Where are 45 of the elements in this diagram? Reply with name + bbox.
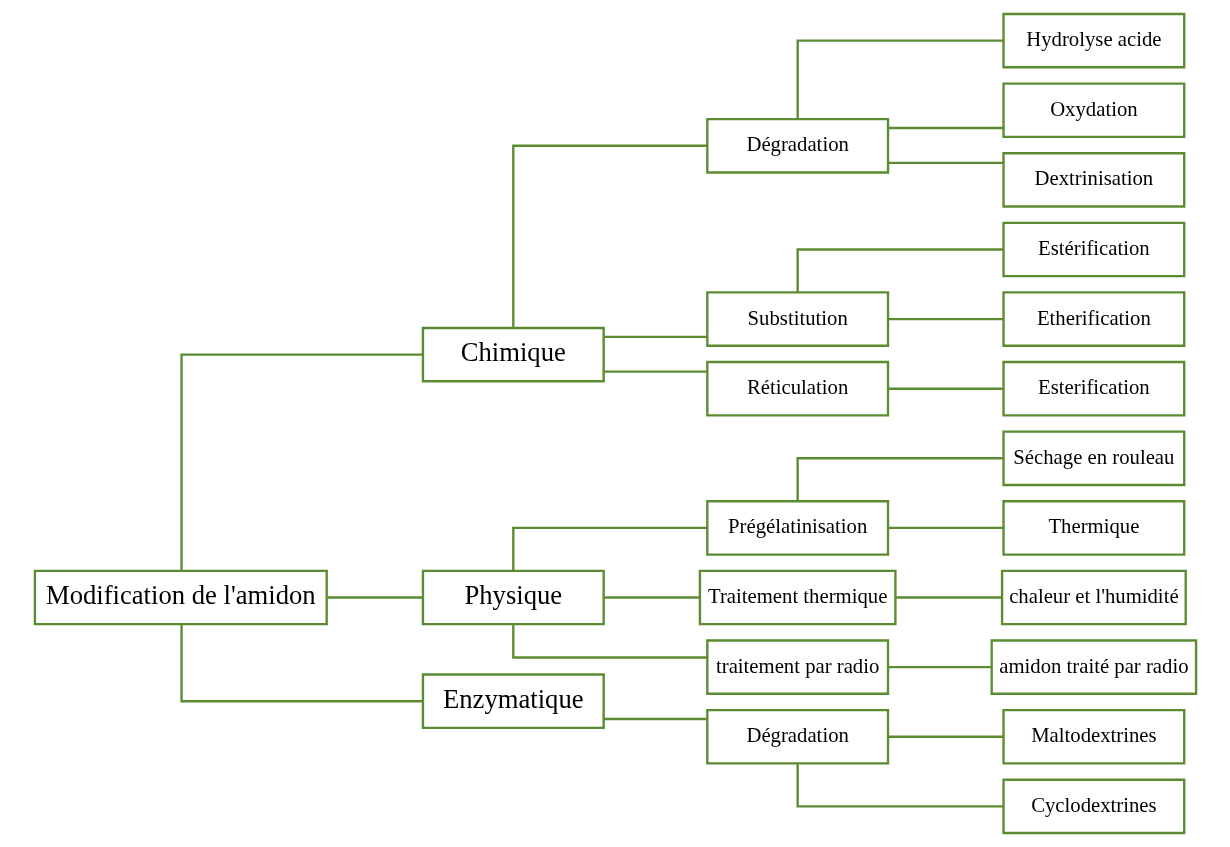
connector bbox=[887, 526, 1003, 530]
node-box: Cyclodextrines bbox=[1001, 778, 1185, 835]
node-box: Chimique bbox=[421, 326, 605, 383]
connector bbox=[179, 353, 423, 571]
node-box: Réticulation bbox=[705, 360, 889, 417]
connector bbox=[179, 624, 423, 703]
node-box: Substitution bbox=[705, 291, 889, 347]
node-box: Enzymatique bbox=[421, 673, 605, 730]
node-box: Dégradation bbox=[705, 117, 889, 174]
connector bbox=[796, 248, 1003, 293]
connector bbox=[887, 126, 1003, 130]
node-box: Dégradation bbox=[705, 708, 889, 765]
connector bbox=[887, 735, 1003, 738]
node-box: Maltodextrines bbox=[1001, 708, 1185, 765]
connector bbox=[326, 596, 423, 599]
connector bbox=[603, 717, 707, 721]
connector bbox=[511, 526, 707, 571]
node-box: Oxydation bbox=[1001, 82, 1185, 139]
node-box: Physique bbox=[421, 569, 605, 626]
connector bbox=[603, 596, 700, 599]
node-box: Modification de l'amidon bbox=[33, 569, 328, 626]
node-box: Dextrinisation bbox=[1001, 152, 1185, 208]
connector bbox=[895, 596, 1002, 599]
node-box: Estérification bbox=[1001, 221, 1185, 278]
connector bbox=[887, 665, 992, 669]
connector bbox=[603, 370, 707, 373]
connector bbox=[796, 763, 1003, 808]
connector bbox=[796, 457, 1003, 502]
connector bbox=[887, 317, 1003, 321]
node-box: amidon traité par radio bbox=[990, 639, 1197, 695]
connector bbox=[511, 144, 707, 328]
node-box: traitement par radio bbox=[705, 639, 889, 695]
node-box: Hydrolyse acide bbox=[1001, 12, 1185, 69]
connector bbox=[887, 387, 1003, 390]
connector bbox=[511, 624, 707, 659]
connector bbox=[887, 161, 1003, 164]
node-box: chaleur et l'humidité bbox=[1000, 569, 1187, 626]
node-box: Etherification bbox=[1001, 291, 1185, 347]
node-box: Esterification bbox=[1001, 360, 1185, 417]
node-box: Thermique bbox=[1001, 500, 1185, 556]
connector bbox=[796, 39, 1003, 119]
connector bbox=[603, 335, 707, 339]
node-box: Prégélatinisation bbox=[705, 500, 889, 556]
node-box: Séchage en rouleau bbox=[1001, 430, 1185, 487]
node-box: Traitement thermique bbox=[698, 569, 897, 626]
